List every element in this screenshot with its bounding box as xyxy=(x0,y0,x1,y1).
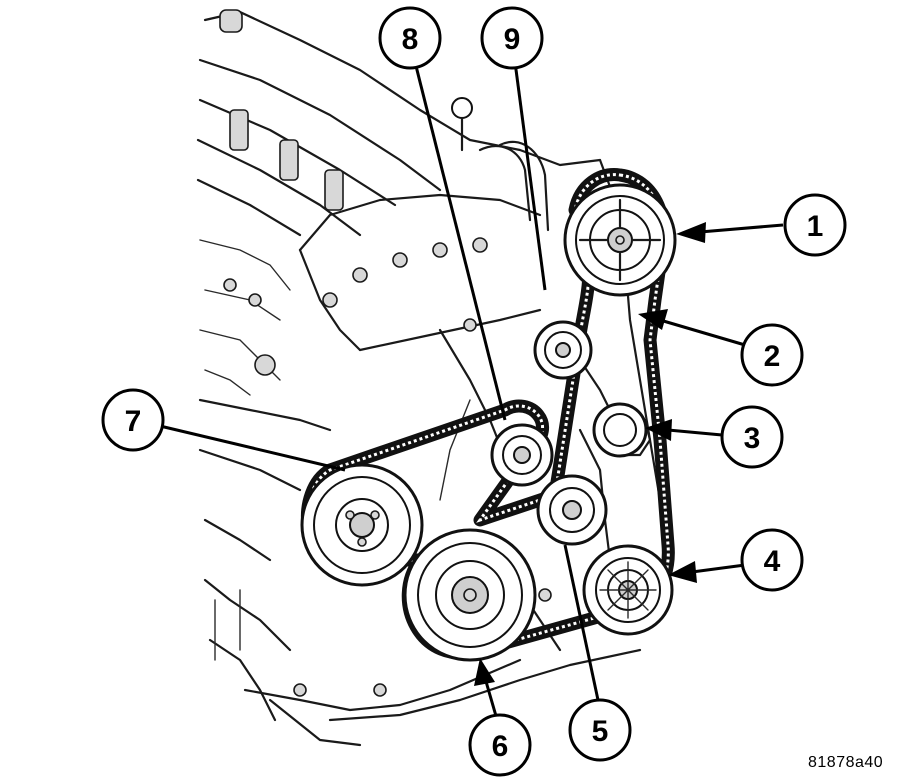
callout-2: 2 xyxy=(740,323,804,387)
callout-6: 6 xyxy=(468,713,532,777)
callout-5-label: 5 xyxy=(592,715,609,748)
callout-2-label: 2 xyxy=(764,340,781,373)
figure-code: 81878a40 xyxy=(808,754,884,771)
callout-9-label: 9 xyxy=(504,23,521,56)
callout-7-label: 7 xyxy=(125,405,142,438)
callout-1-label: 1 xyxy=(807,210,824,243)
crankshaft-pulley xyxy=(403,528,537,662)
callout-5: 5 xyxy=(568,698,632,762)
idler-pulley-middle xyxy=(490,423,554,487)
callout-4-label: 4 xyxy=(764,545,781,578)
callout-8-label: 8 xyxy=(402,23,419,56)
callout-7: 7 xyxy=(101,388,165,452)
belt-tensioner-pulley xyxy=(536,474,608,546)
upper-idler-pulley xyxy=(533,320,593,380)
power-steering-pulley xyxy=(563,183,677,297)
idler-pulley-3 xyxy=(592,402,648,458)
leader-lines xyxy=(159,61,784,717)
callout-6-label: 6 xyxy=(492,730,509,763)
callout-3-label: 3 xyxy=(744,422,761,455)
alternator-pulley xyxy=(300,463,424,587)
callout-1: 1 xyxy=(783,193,847,257)
callout-8: 8 xyxy=(378,6,442,70)
callout-9: 9 xyxy=(480,6,544,70)
callout-3: 3 xyxy=(720,405,784,469)
water-pump-pulley xyxy=(582,544,674,636)
callout-4: 4 xyxy=(740,528,804,592)
